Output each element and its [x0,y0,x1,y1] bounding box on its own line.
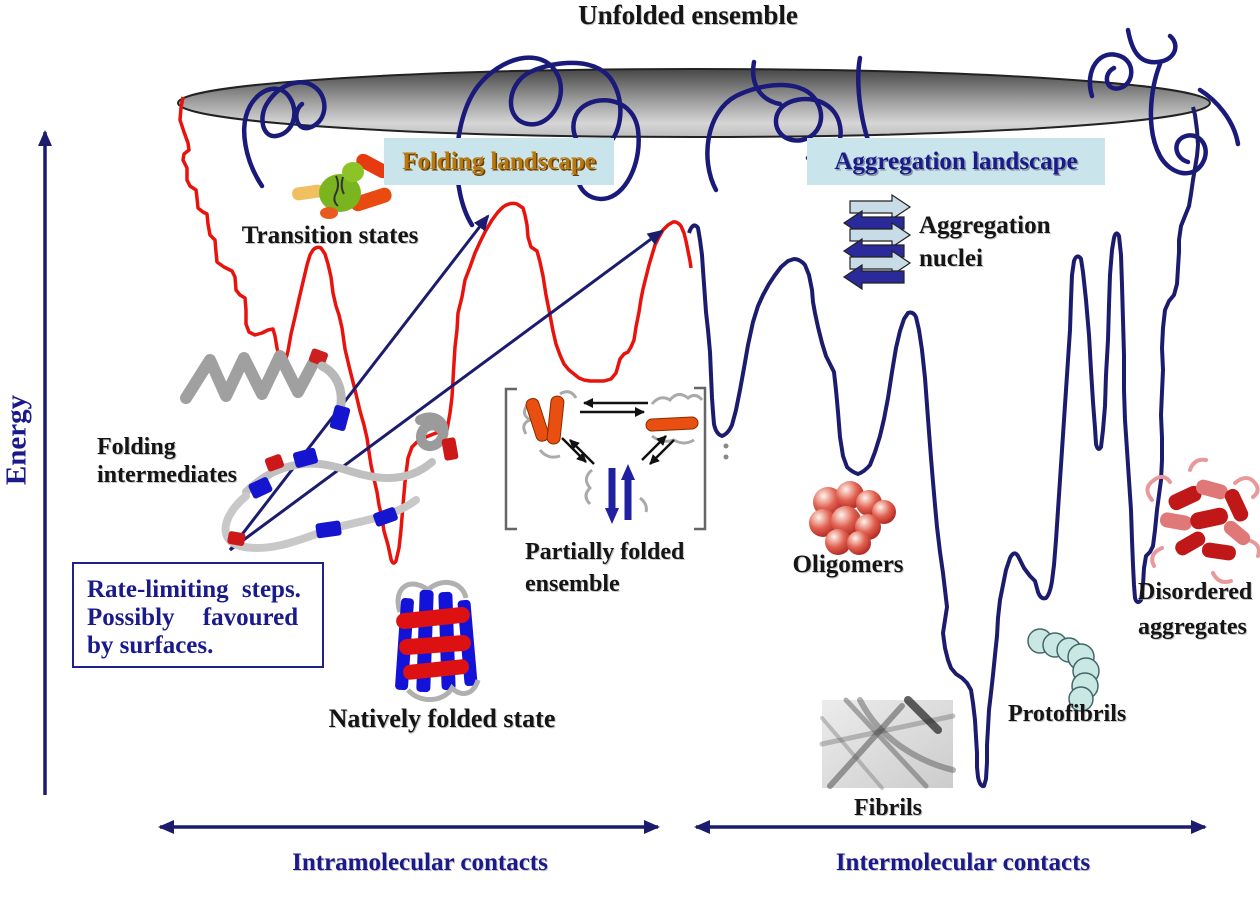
aggregation-nuclei-line2: nuclei [919,245,983,272]
rate-limiting-line3: by surfaces. [87,632,214,659]
protofibrils-icon [1027,628,1100,712]
folding-intermediates-label: Folding intermediates [97,433,237,490]
intramolecular-contacts-label: Intramolecular contacts [292,849,548,876]
folding-energy-curve [178,96,693,565]
unfolded-chain-icon [242,27,1241,228]
rate-limiting-arrow-1 [228,214,490,551]
rate-limiting-line1: Rate-limiting steps. [87,576,301,603]
oligomers-icon [809,481,896,555]
funnel-rim-ellipse [177,68,1211,138]
folding-landscape-label: Folding landscape [402,147,596,175]
fibrils-label: Fibrils [853,795,923,821]
transition-states-icon [292,153,392,219]
fibrils-em-image [819,696,956,790]
energy-axis-label: Energy [0,394,33,486]
rate-limiting-line2: Possibly favoured [87,604,299,631]
partially-folded-line2: ensemble [525,571,620,597]
oligomers-label: Oligomers [792,551,904,578]
transition-states-label: Transition states [241,222,419,249]
folding-intermediates-line1: Folding [97,434,176,460]
disordered-aggregates-label: Disordered aggregates [1138,575,1252,645]
aggregation-landscape-badge: Aggregation landscape [807,138,1105,185]
rate-limiting-arrow-2 [229,229,664,552]
partially-folded-label: Partially folded ensemble [525,536,684,600]
aggregation-nuclei-icon [842,193,912,291]
aggregation-energy-curve [687,106,1200,789]
intermolecular-contacts-label: Intermolecular contacts [835,849,1091,876]
folding-landscape-badge: Folding landscape [384,138,614,185]
folding-intermediates-line2: intermediates [97,462,237,489]
partially-folded-line1: Partially folded [525,539,685,565]
folding-intermediates-icon [180,348,459,552]
disordered-aggregates-line2: aggregates [1138,614,1247,640]
partially-folded-ensemble-icon [504,386,729,531]
figure-title: Unfolded ensemble [578,0,798,30]
disordered-aggregates-icon [1145,457,1260,584]
aggregation-nuclei-label: Aggregation nuclei [919,209,1050,275]
rate-limiting-note-box: Rate-limiting steps. Possibly favoured b… [72,562,324,668]
natively-folded-icon [395,580,481,702]
protofibrils-label: Protofibrils [1008,701,1127,727]
disordered-aggregates-line1: Disordered [1138,579,1253,605]
natively-folded-label: Natively folded state [328,704,556,733]
aggregation-nuclei-line1: Aggregation [919,212,1051,239]
aggregation-landscape-label: Aggregation landscape [834,147,1078,175]
